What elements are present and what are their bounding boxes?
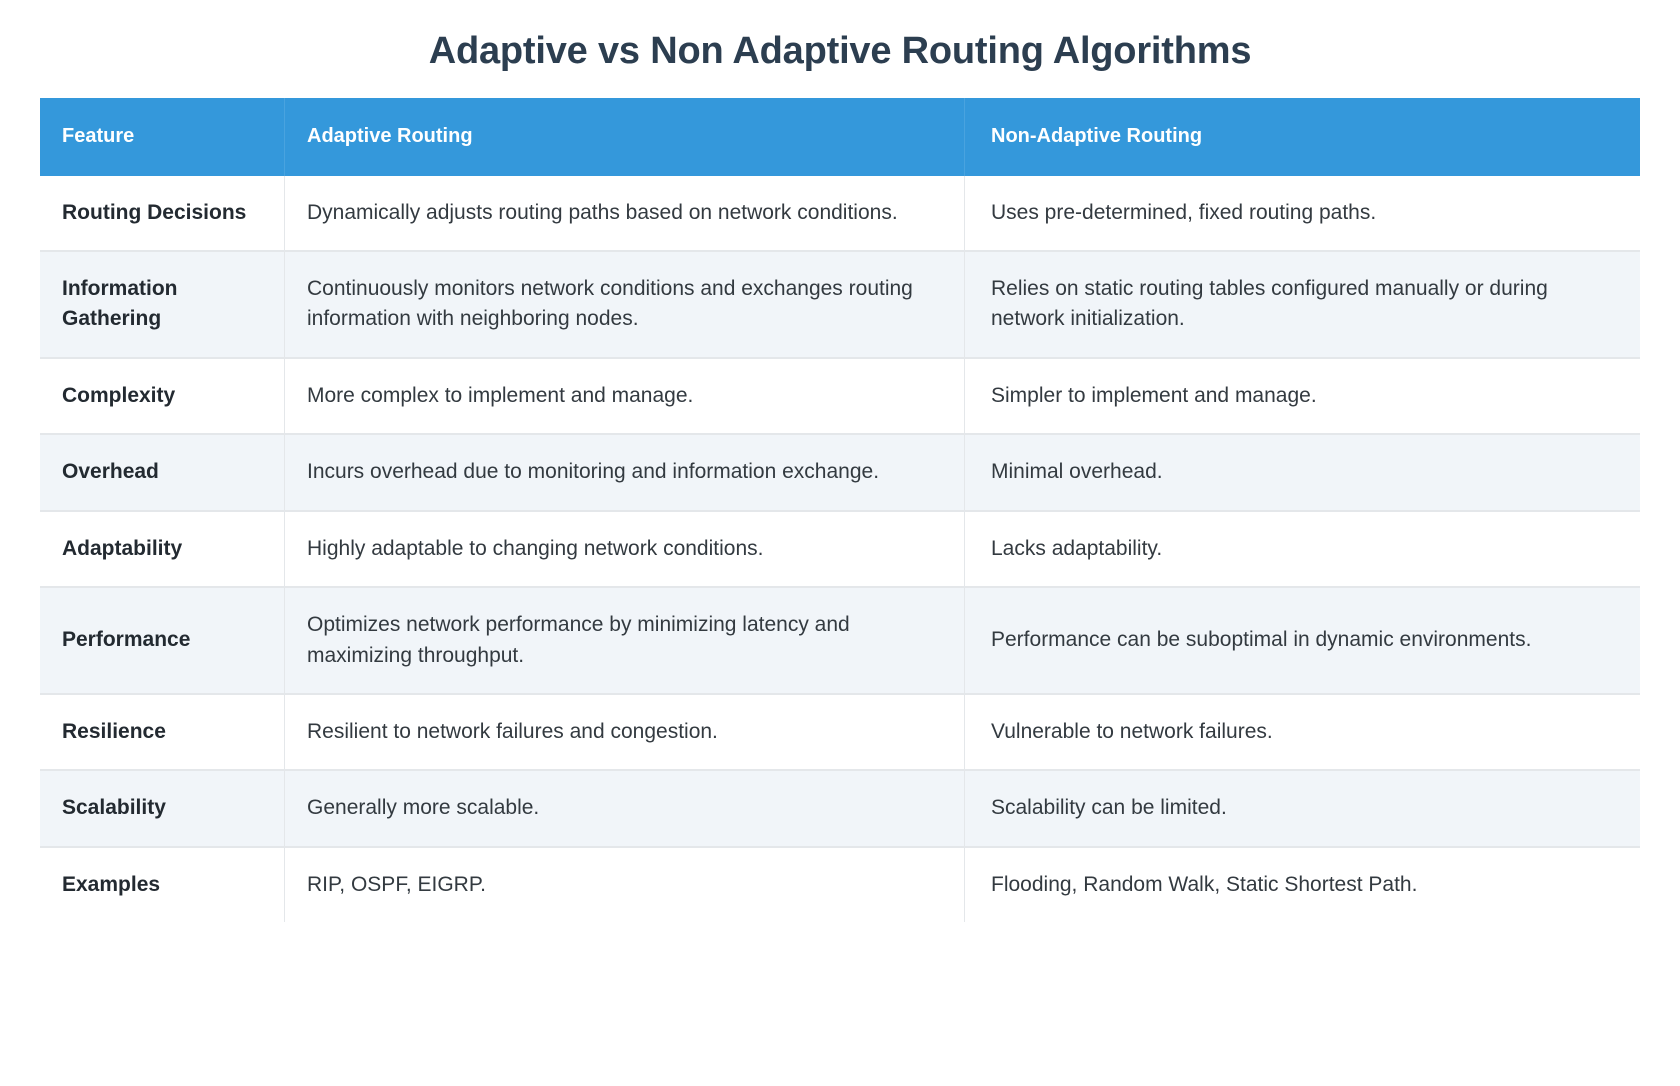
table-container: Feature Adaptive Routing Non-Adaptive Ro… <box>40 76 1640 923</box>
cell-non-adaptive-routing: Vulnerable to network failures. <box>965 695 1640 772</box>
cell-non-adaptive-routing: Flooding, Random Walk, Static Shortest P… <box>965 847 1640 923</box>
cell-adaptive-routing: Resilient to network failures and conges… <box>285 695 965 772</box>
cell-feature: Information Gathering <box>40 251 285 359</box>
cell-non-adaptive-routing: Lacks adaptability. <box>965 511 1640 589</box>
cell-adaptive-routing: Dynamically adjusts routing paths based … <box>285 175 965 252</box>
cell-adaptive-routing: Generally more scalable. <box>285 771 965 848</box>
column-header-adaptive-routing[interactable]: Adaptive Routing <box>285 97 965 176</box>
cell-feature: Adaptability <box>40 511 285 589</box>
cell-non-adaptive-routing: Uses pre-determined, fixed routing paths… <box>965 175 1640 252</box>
cell-feature: Scalability <box>40 771 285 848</box>
cell-adaptive-routing: Incurs overhead due to monitoring and in… <box>285 435 965 512</box>
cell-adaptive-routing: Continuously monitors network conditions… <box>285 251 965 359</box>
cell-non-adaptive-routing: Simpler to implement and manage. <box>965 358 1640 436</box>
cell-feature: Overhead <box>40 435 285 512</box>
table-header-row: Feature Adaptive Routing Non-Adaptive Ro… <box>40 97 1640 176</box>
cell-non-adaptive-routing: Scalability can be limited. <box>965 771 1640 848</box>
page-title: Adaptive vs Non Adaptive Routing Algorit… <box>428 30 1252 72</box>
cell-feature: Routing Decisions <box>40 175 285 252</box>
column-header-feature[interactable]: Feature <box>40 97 285 176</box>
cell-non-adaptive-routing: Performance can be suboptimal in dynamic… <box>965 588 1640 695</box>
cell-adaptive-routing: RIP, OSPF, EIGRP. <box>285 847 965 923</box>
cell-feature: Complexity <box>40 358 285 436</box>
cell-feature: Performance <box>40 588 285 695</box>
cell-adaptive-routing: Optimizes network performance by minimiz… <box>285 588 965 695</box>
cell-adaptive-routing: Highly adaptable to changing network con… <box>285 511 965 589</box>
table-header: Feature Adaptive Routing Non-Adaptive Ro… <box>40 97 1640 176</box>
column-header-non-adaptive-routing[interactable]: Non-Adaptive Routing <box>965 97 1640 176</box>
cell-feature: Examples <box>40 847 285 923</box>
cell-non-adaptive-routing: Relies on static routing tables configur… <box>965 251 1640 359</box>
cell-adaptive-routing: More complex to implement and manage. <box>285 358 965 436</box>
cell-feature: Resilience <box>40 695 285 772</box>
cell-non-adaptive-routing: Minimal overhead. <box>965 435 1640 512</box>
comparison-table: Feature Adaptive Routing Non-Adaptive Ro… <box>40 97 1640 923</box>
